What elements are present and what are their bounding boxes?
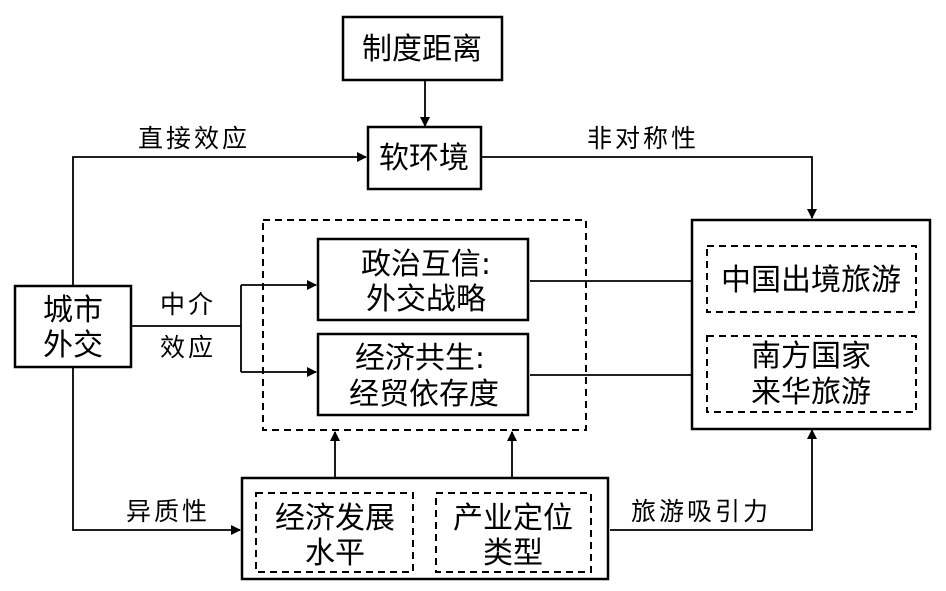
outcome-group — [690, 218, 932, 431]
node-economic-symbiosis: 经济共生: 经贸依存度 — [316, 332, 530, 417]
edge-heterogeneity — [72, 367, 241, 535]
node-economic-symbiosis-line1: 经济共生: — [355, 341, 485, 376]
node-industry-type-line2: 类型 — [483, 536, 543, 571]
edge-asymmetry — [481, 156, 817, 219]
label-mediating-line2: 效应 — [160, 333, 216, 362]
node-political-trust-line2: 外交战略 — [366, 282, 486, 317]
node-institutional-distance-label: 制度距离 — [362, 32, 482, 67]
mediator-group — [262, 219, 587, 431]
label-direct-effect: 直接效应 — [138, 124, 250, 153]
node-political-trust-line1: 政治互信: — [361, 247, 491, 282]
node-economic-development-line2: 水平 — [305, 536, 365, 571]
node-institutional-distance: 制度距离 — [341, 15, 504, 82]
node-china-outbound: 中国出境旅游 — [706, 245, 917, 313]
edge-tourism-attraction — [610, 429, 817, 531]
label-heterogeneity: 异质性 — [126, 497, 210, 526]
node-city-diplomacy: 城市 外交 — [13, 284, 133, 369]
label-asymmetry: 非对称性 — [587, 124, 699, 153]
node-economic-development: 经济发展 水平 — [255, 492, 414, 573]
node-south-inbound-line1: 南方国家 — [751, 339, 871, 374]
node-south-inbound-line2: 来华旅游 — [751, 375, 871, 410]
node-soft-environment: 软环境 — [366, 125, 483, 191]
node-city-diplomacy-line2: 外交 — [43, 328, 103, 363]
label-tourism-attraction: 旅游吸引力 — [631, 497, 771, 526]
node-south-inbound: 南方国家 来华旅游 — [706, 335, 917, 413]
node-china-outbound-label: 中国出境旅游 — [721, 263, 901, 298]
node-economic-development-line1: 经济发展 — [275, 501, 395, 536]
node-political-trust: 政治互信: 外交战略 — [316, 237, 530, 322]
moderator-group — [240, 476, 610, 581]
node-city-diplomacy-line1: 城市 — [43, 293, 103, 328]
label-mediating-line1: 中介 — [160, 290, 216, 319]
node-industry-type-line1: 产业定位 — [453, 501, 573, 536]
edge-direct-effect — [72, 152, 367, 286]
node-economic-symbiosis-line2: 经贸依存度 — [349, 377, 499, 412]
node-soft-environment-label: 软环境 — [379, 141, 469, 176]
node-industry-type: 产业定位 类型 — [435, 492, 592, 573]
